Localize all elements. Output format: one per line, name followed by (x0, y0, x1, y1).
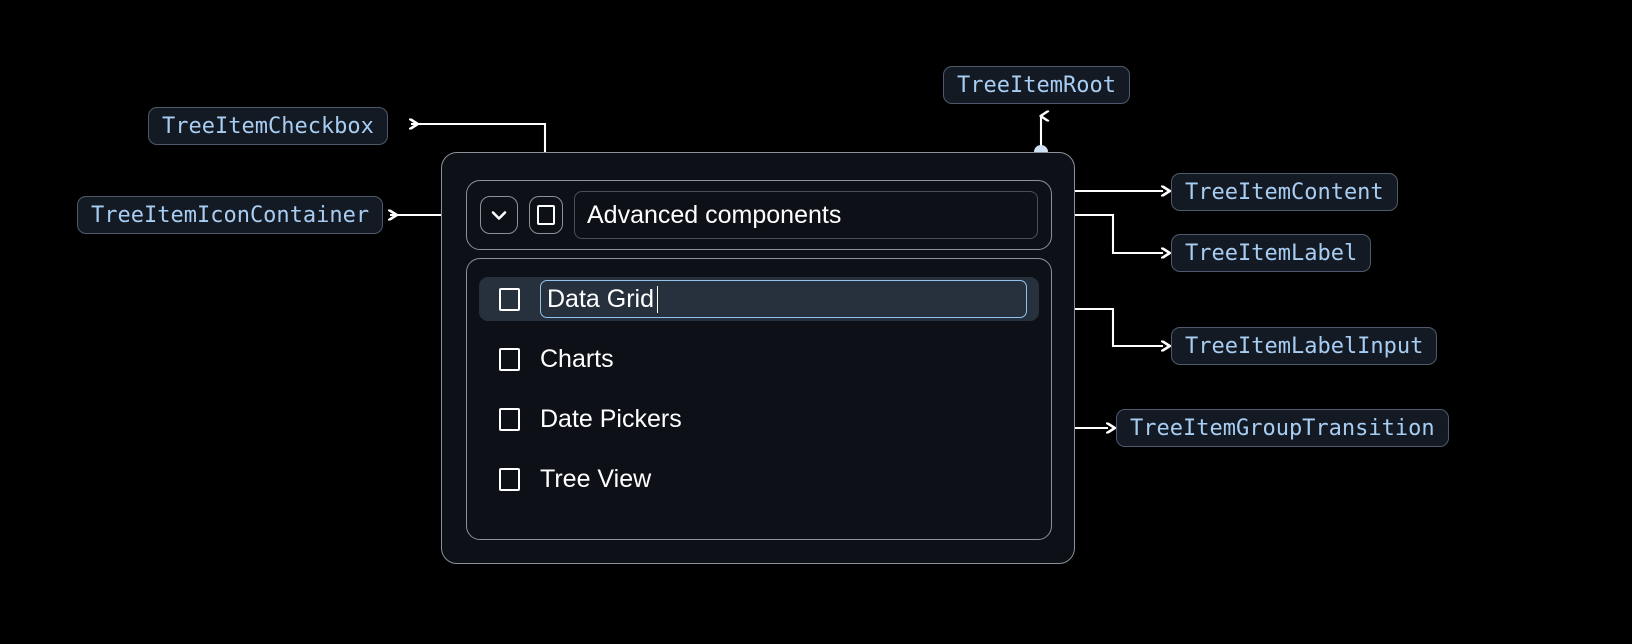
annotation-label: TreeItemGroupTransition (1130, 415, 1435, 441)
tree-item-label-text: Tree View (540, 464, 652, 493)
tree-item-icon-container[interactable] (480, 196, 518, 234)
annotation-badge-treeitemlabelinput: TreeItemLabelInput (1171, 327, 1438, 365)
annotation-badge-treeitemroot: TreeItemRoot (943, 66, 1130, 104)
annotation-badge-treeitemiconcontainer: TreeItemIconContainer (77, 196, 384, 234)
tree-item-row[interactable]: Data Grid (479, 277, 1039, 321)
tree-item-label-input[interactable]: Data Grid (540, 280, 1027, 318)
tree-item-label-input-value: Data Grid (547, 284, 654, 313)
tree-item-label-text: Advanced components (587, 200, 842, 229)
annotation-label: TreeItemRoot (957, 72, 1116, 98)
tree-item-label-text: Date Pickers (540, 404, 682, 433)
checkbox-box-icon[interactable] (499, 287, 520, 311)
annotation-badge-treeitemcheckbox: TreeItemCheckbox (148, 107, 388, 145)
annotation-label: TreeItemCheckbox (162, 113, 374, 139)
tree-item-group-transition: Data Grid Charts Date Pickers Tree View (466, 258, 1052, 540)
annotation-badge-treeitemgrouptransition: TreeItemGroupTransition (1116, 409, 1449, 447)
tree-item-checkbox[interactable] (529, 196, 563, 234)
annotation-badge-treeitemlabel: TreeItemLabel (1171, 234, 1372, 272)
tree-item-content[interactable]: Advanced components (466, 180, 1052, 250)
tree-item-row[interactable]: Date Pickers (479, 397, 1039, 441)
annotation-label: TreeItemContent (1185, 179, 1384, 205)
checkbox-box-icon[interactable] (499, 407, 520, 431)
checkbox-box-icon (537, 205, 555, 225)
tree-item-label[interactable]: Advanced components (574, 191, 1038, 239)
tree-item-label-text: Charts (540, 344, 614, 373)
annotation-label: TreeItemLabelInput (1185, 333, 1424, 359)
annotation-label: TreeItemIconContainer (91, 202, 370, 228)
annotation-label: TreeItemLabel (1185, 240, 1358, 266)
chevron-down-icon (491, 211, 507, 220)
annotation-badge-treeitemcontent: TreeItemContent (1171, 173, 1398, 211)
text-caret (656, 285, 659, 313)
tree-item-row[interactable]: Tree View (479, 457, 1039, 501)
checkbox-box-icon[interactable] (499, 467, 520, 491)
checkbox-box-icon[interactable] (499, 347, 520, 371)
tree-item-row[interactable]: Charts (479, 337, 1039, 381)
